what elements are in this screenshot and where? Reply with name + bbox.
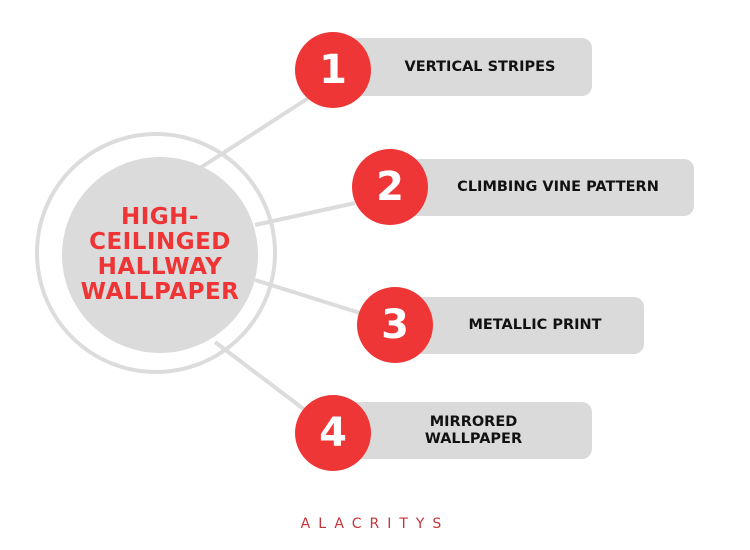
item-2-number-badge: 2 — [352, 149, 428, 225]
item-2-label: CLIMBING VINE PATTERN — [457, 179, 659, 195]
item-1-label: VERTICAL STRIPES — [404, 58, 556, 75]
item-1-pill: VERTICAL STRIPES — [340, 38, 592, 96]
connector-4 — [213, 340, 307, 412]
hub-circle: HIGH-CEILINGED HALLWAY WALLPAPER — [62, 157, 258, 353]
item-4-pill: MIRRORED WALLPAPER — [345, 402, 592, 459]
item-1-number-badge: 1 — [295, 32, 371, 108]
item-4-number: 4 — [319, 410, 347, 456]
item-3-number-badge: 3 — [357, 287, 433, 363]
item-4-number-badge: 4 — [295, 395, 371, 471]
hub-outer-ring — [35, 132, 277, 374]
hub-title: HIGH-CEILINGED HALLWAY WALLPAPER — [80, 204, 240, 305]
item-3-pill: METALLIC PRINT — [410, 297, 644, 354]
item-3-label: METALLIC PRINT — [468, 317, 602, 333]
brand-footer: ALACRITYS — [300, 516, 450, 532]
item-2-pill: CLIMBING VINE PATTERN — [398, 159, 694, 216]
item-4-label: MIRRORED WALLPAPER — [424, 413, 523, 447]
item-3-number: 3 — [381, 302, 409, 348]
item-2-number: 2 — [376, 164, 404, 210]
item-1-number: 1 — [319, 47, 347, 93]
